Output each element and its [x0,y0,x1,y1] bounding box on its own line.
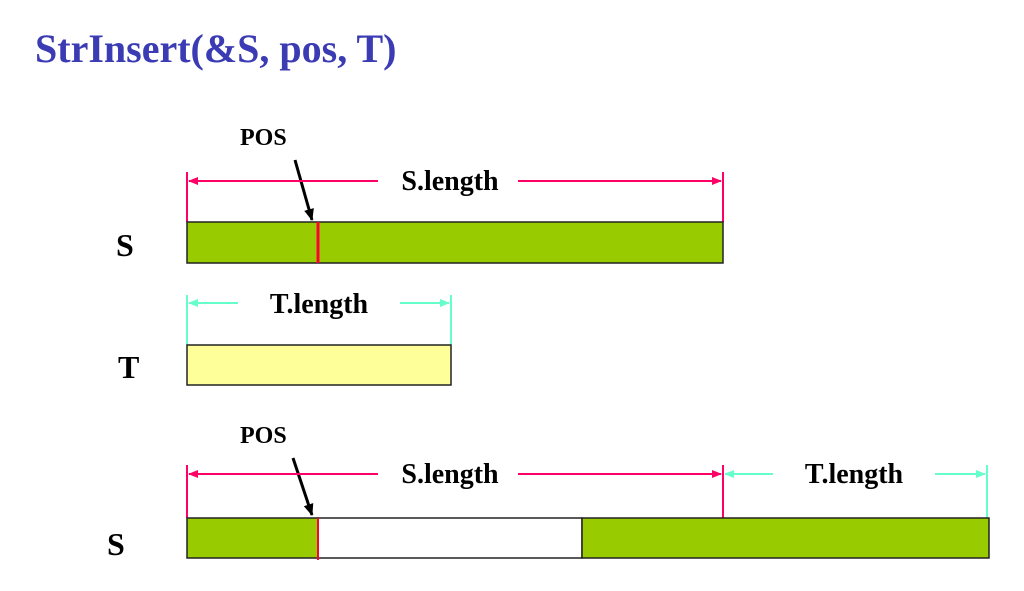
t-length-label: T.length [805,459,904,490]
string-name-label: T [118,349,139,385]
pos-label: POS [240,423,287,449]
s-prefix-bar [186,517,319,559]
string-name-label: S [107,526,125,562]
pos-label: POS [240,125,287,151]
s-length-label: S.length [401,459,499,490]
row-t: T.length T [118,289,452,386]
s-length-label: S.length [401,166,499,197]
s-suffix-bar [581,517,990,559]
pos-arrow [293,159,314,221]
pos-arrow [291,457,314,516]
s-bar [186,221,724,264]
t-length-label: T.length [270,289,369,320]
page-title: StrInsert(&S, pos, T) [35,26,397,71]
row-s-result: POS S.length T.length S [107,423,990,562]
t-bar [186,344,452,386]
row-s-original: POS S.length S [116,125,724,264]
inserted-gap [317,517,583,559]
string-name-label: S [116,227,134,263]
